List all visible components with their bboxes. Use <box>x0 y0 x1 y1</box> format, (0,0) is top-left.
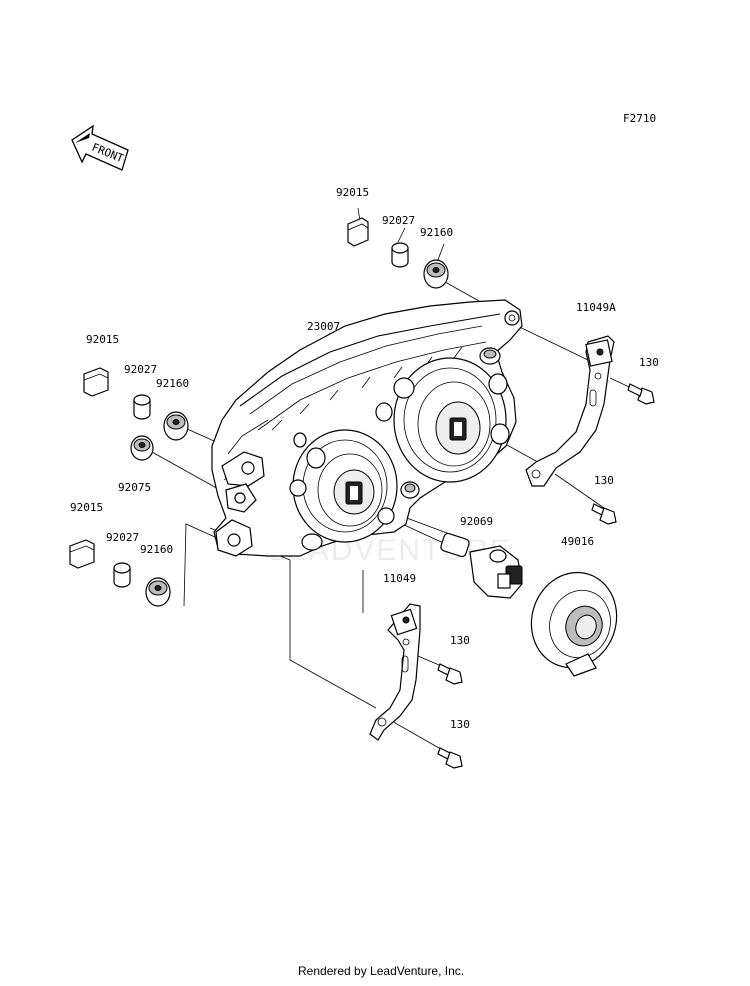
label-92160-mid: 92160 <box>156 377 189 390</box>
bolt-130-a <box>627 383 655 405</box>
bolt-130-d <box>437 747 463 769</box>
label-11049: 11049 <box>383 572 416 585</box>
grommet-92160-low <box>145 577 171 607</box>
label-92069: 92069 <box>460 515 493 528</box>
bracket-11049A <box>525 335 615 487</box>
label-130-b: 130 <box>594 474 614 487</box>
label-92027-mid: 92027 <box>124 363 157 376</box>
label-23007: 23007 <box>307 320 340 333</box>
part-labels: 92015 92027 92160 23007 11049A 130 92015… <box>70 186 659 731</box>
label-130-a: 130 <box>639 356 659 369</box>
label-92160-top: 92160 <box>420 226 453 239</box>
label-92015-low: 92015 <box>70 501 103 514</box>
dust-cover-49016 <box>530 571 618 677</box>
collar-92027-mid <box>133 394 151 420</box>
diagram-code: F2710 <box>623 112 656 125</box>
grommet-92160-top <box>423 259 449 289</box>
clip-92015-low <box>69 539 95 569</box>
label-92015-mid: 92015 <box>86 333 119 346</box>
bracket-11049 <box>369 603 421 741</box>
label-92160-low: 92160 <box>140 543 173 556</box>
clip-92015-mid <box>83 367 109 397</box>
label-92027-top: 92027 <box>382 214 415 227</box>
collar-92027-top <box>391 242 409 268</box>
front-arrow-icon: FRONT <box>71 124 129 171</box>
label-11049A: 11049A <box>576 301 616 314</box>
label-92075: 92075 <box>118 481 151 494</box>
clip-92015-top <box>347 217 369 247</box>
label-49016: 49016 <box>561 535 594 548</box>
bulb-92069 <box>440 532 523 599</box>
grommet-92075 <box>130 435 154 461</box>
bolt-130-c <box>437 663 463 685</box>
grommet-92160-mid <box>163 411 189 441</box>
label-130-d: 130 <box>450 718 470 731</box>
collar-92027-low <box>113 562 131 588</box>
label-92015-top: 92015 <box>336 186 369 199</box>
headlight-assembly <box>211 299 523 557</box>
footer-credit: Rendered by LeadVenture, Inc. <box>298 964 464 978</box>
bolt-130-b <box>591 503 617 525</box>
label-92027-low: 92027 <box>106 531 139 544</box>
label-130-c: 130 <box>450 634 470 647</box>
